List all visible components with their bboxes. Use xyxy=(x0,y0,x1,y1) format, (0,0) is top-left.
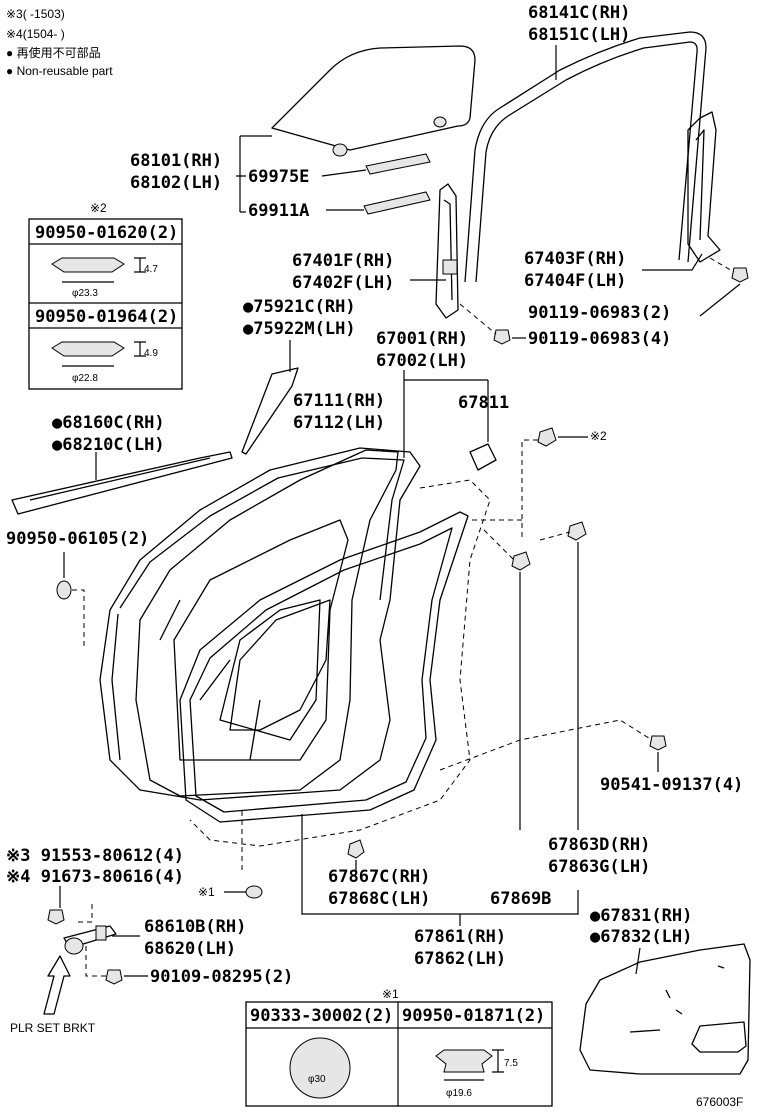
clip-67867c-icon[interactable] xyxy=(347,839,365,859)
service-hole-cover-67831-part[interactable] xyxy=(579,943,751,1075)
bolt-91553-icon[interactable] xyxy=(47,909,65,925)
door-check-68610b-part[interactable] xyxy=(63,925,117,955)
legend-nonreuse-jp: ● 再使用不可部品 xyxy=(6,45,101,60)
clip-67863d-icon[interactable] xyxy=(567,521,587,541)
label-67861: 67861(RH) xyxy=(414,927,506,947)
label-67863g: 67863G(LH) xyxy=(548,857,650,877)
belt-moulding-68160c-part[interactable] xyxy=(11,451,233,515)
run-channel-69975e-part[interactable] xyxy=(365,153,431,175)
label-91553: ※3 91553-80612(4) xyxy=(6,846,184,866)
label-90119-2: 90119-06983(2) xyxy=(528,303,671,323)
bolt-90541-icon[interactable] xyxy=(649,735,667,751)
figure-code: 676003F xyxy=(696,1095,743,1109)
label-90950-01620: 90950-01620(2) xyxy=(35,223,178,243)
bolt-90119-2-icon[interactable] xyxy=(731,267,749,283)
label-67403f: 67403F(RH) xyxy=(524,249,626,269)
label-90333: 90333-30002(2) xyxy=(250,1006,393,1026)
hole-ref1-mark: ※1 xyxy=(198,885,215,899)
label-67867c: 67867C(RH) xyxy=(328,867,430,887)
label-69911a: 69911A xyxy=(248,201,309,221)
weatherstrip-67861-part[interactable] xyxy=(179,511,469,823)
label-75922m: ●75922M(LH) xyxy=(243,319,356,339)
label-90541: 90541-09137(4) xyxy=(600,775,743,795)
box2-ref-mark: ※2 xyxy=(90,201,107,215)
label-90950-01964: 90950-01964(2) xyxy=(35,307,178,327)
clip-spec-box-1 xyxy=(245,1001,553,1107)
dim-23-3: φ23.3 xyxy=(72,288,98,299)
door-frame-67111-part[interactable] xyxy=(135,449,399,797)
clip-ref2-icon[interactable] xyxy=(537,427,557,447)
rear-sash-67403f-part[interactable] xyxy=(687,111,721,263)
clip-spec-box-2 xyxy=(28,218,183,390)
label-91673: ※4 91673-80616(4) xyxy=(6,867,184,887)
label-67869b: 67869B xyxy=(490,889,551,909)
label-90119-4: 90119-06983(4) xyxy=(528,329,671,349)
clip-67869b-icon[interactable] xyxy=(511,551,531,571)
bolt-90119-4-icon[interactable] xyxy=(493,329,511,345)
dim-19-6: φ19.6 xyxy=(446,1088,472,1099)
dim-22-8: φ22.8 xyxy=(72,373,98,384)
label-67811: 67811 xyxy=(458,393,509,413)
label-67868c: 67868C(LH) xyxy=(328,889,430,909)
door-panel-67001-part[interactable] xyxy=(99,447,421,801)
dim-phi-30: φ30 xyxy=(308,1074,326,1085)
garnish-75921c-part[interactable] xyxy=(241,367,299,455)
bolt-90109-icon[interactable] xyxy=(105,969,123,985)
hole-plug-ref1-icon[interactable] xyxy=(245,885,263,899)
legend-nonreuse-en: ● Non-reusable part xyxy=(6,64,113,78)
dim-7-5: 7.5 xyxy=(504,1058,518,1069)
label-67404f: 67404F(LH) xyxy=(524,271,626,291)
plr-set-brkt-label: PLR SET BRKT xyxy=(10,1021,96,1035)
run-channel-69911a-part[interactable] xyxy=(363,191,431,215)
box1-ref-mark: ※1 xyxy=(382,987,399,1001)
label-68210c: ●68210C(LH) xyxy=(52,435,165,455)
label-67831: ●67831(RH) xyxy=(590,906,692,926)
label-68160c: ●68160C(RH) xyxy=(52,413,165,433)
legend-note3: ※3( -1503) xyxy=(6,7,65,21)
arrow-up-icon xyxy=(43,955,71,1015)
seal-67811-part[interactable] xyxy=(469,443,497,471)
label-68101: 68101(RH) xyxy=(130,151,222,171)
label-68151c: 68151C(LH) xyxy=(528,25,630,45)
label-67112: 67112(LH) xyxy=(293,413,385,433)
label-67862: 67862(LH) xyxy=(414,949,506,969)
door-glass-part[interactable] xyxy=(271,45,476,157)
front-sash-67401f-part[interactable] xyxy=(435,183,459,319)
glass-run-68141c-part[interactable] xyxy=(464,31,707,283)
dim-4-7: 4.7 xyxy=(144,264,158,275)
label-69975e: 69975E xyxy=(248,167,309,187)
label-68620: 68620(LH) xyxy=(144,939,236,959)
label-90950-06105: 90950-06105(2) xyxy=(6,529,149,549)
label-90109: 90109-08295(2) xyxy=(150,967,293,987)
label-67401f: 67401F(RH) xyxy=(292,251,394,271)
clip-ref2-mark: ※2 xyxy=(590,429,607,443)
label-67863d: 67863D(RH) xyxy=(548,835,650,855)
label-67402f: 67402F(LH) xyxy=(292,273,394,293)
label-67832: ●67832(LH) xyxy=(590,927,692,947)
hole-plug-90950-06105-icon[interactable] xyxy=(56,580,72,600)
label-67002: 67002(LH) xyxy=(376,351,468,371)
label-75921c: ●75921C(RH) xyxy=(243,297,356,317)
label-67111: 67111(RH) xyxy=(293,391,385,411)
label-68102: 68102(LH) xyxy=(130,173,222,193)
legend-note4: ※4(1504- ) xyxy=(6,27,65,41)
label-68141c: 68141C(RH) xyxy=(528,3,630,23)
label-68610b: 68610B(RH) xyxy=(144,917,246,937)
dim-4-9: 4.9 xyxy=(144,348,158,359)
label-67001: 67001(RH) xyxy=(376,329,468,349)
label-90950-01871: 90950-01871(2) xyxy=(402,1006,545,1026)
